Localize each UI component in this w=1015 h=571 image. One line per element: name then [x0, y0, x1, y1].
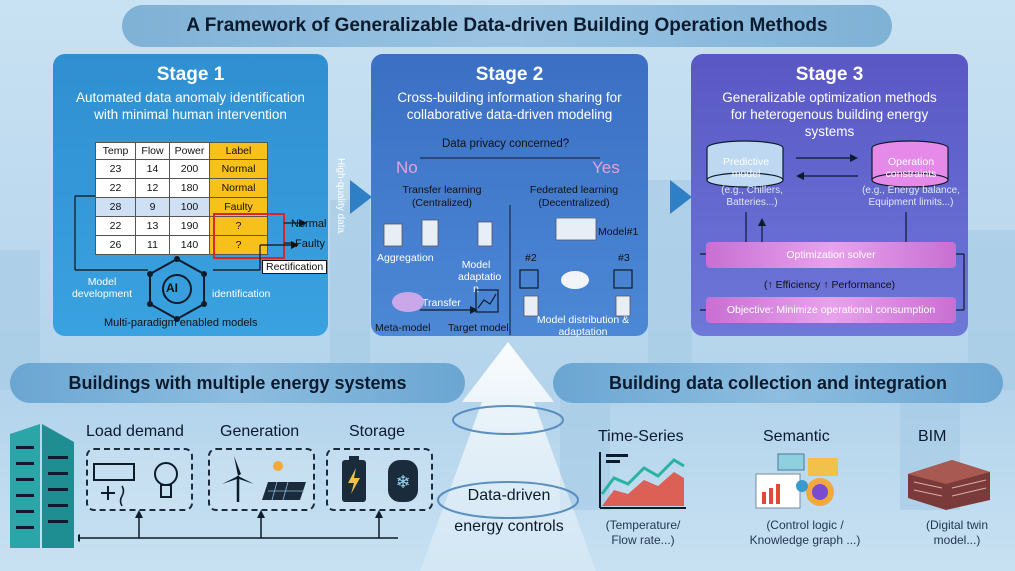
predictive-eg: (e.g., Chillers, Batteries...) — [721, 185, 783, 208]
table-cell: ? — [209, 216, 268, 236]
table-row: 22 13 190 ? — [95, 216, 268, 236]
bim-icon — [908, 460, 990, 510]
time-series-icon — [599, 452, 686, 509]
anomaly-table: Temp Flow Power Label 23 14 200 Normal 2… — [95, 142, 268, 255]
load-demand-title: Load demand — [86, 423, 184, 440]
ai-chip-icon — [147, 256, 207, 322]
load-demand-box — [86, 448, 193, 511]
table-row: 23 14 200 Normal — [95, 159, 268, 179]
table-row: 22 12 180 Normal — [95, 178, 268, 198]
predictive-model-label: Predictive model — [722, 156, 770, 180]
bim-caption: (Digital twin model...) — [925, 518, 988, 547]
stage3-subtitle-3: systems — [804, 124, 855, 139]
arrow-1-icon — [350, 180, 372, 214]
output-normal: Normal — [291, 218, 327, 230]
table-cell: Faulty — [209, 197, 268, 217]
semantic-icon — [755, 453, 838, 509]
semantic-title: Semantic — [763, 428, 830, 445]
output-faulty: Faulty — [295, 238, 325, 250]
stage1-connectors — [74, 195, 307, 271]
energy-connectors — [78, 510, 398, 542]
stage2-subtitle-2: collaborative data-driven modeling — [406, 107, 613, 122]
table-cell: Normal — [209, 178, 268, 198]
table-cell: 9 — [135, 197, 170, 217]
bim-title: BIM — [918, 428, 947, 445]
stage2-connectors — [420, 157, 600, 335]
model-development-label: Model development — [71, 276, 133, 300]
arrow-2-icon — [670, 180, 692, 214]
high-quality-label: High-quality data — [335, 158, 346, 234]
transfer-label: Transfer — [422, 297, 461, 309]
stage3-panel: Stage 3 Generalizable optimization metho… — [691, 54, 968, 336]
operation-constraints-label: Operation constraints — [885, 156, 937, 180]
stage2-heading: Stage 2 — [475, 64, 544, 85]
time-series-title: Time-Series — [598, 428, 684, 445]
stage1-heading: Stage 1 — [156, 64, 225, 85]
building-icon — [10, 424, 74, 548]
stage3-heading: Stage 3 — [795, 64, 864, 85]
table-header-row: Temp Flow Power Label — [95, 142, 268, 160]
generation-title: Generation — [220, 423, 300, 440]
center-line1: Data-driven — [467, 487, 551, 504]
model-adaptation-label: Model adaptatio n — [458, 259, 502, 295]
efficiency-label: (↑ Efficiency ↑ Performance) — [764, 279, 896, 291]
model2-label: #2 — [525, 252, 537, 264]
stage3-diagram — [700, 140, 965, 311]
no-label: No — [396, 158, 418, 177]
time-series-caption: (Temperature/ Flow rate...) — [605, 518, 681, 547]
optimization-solver-box: Optimization solver — [706, 242, 956, 268]
center-line2: energy controls — [454, 518, 564, 535]
transfer-learning-title: Transfer learning (Centralized) — [398, 184, 486, 210]
table-cell: 140 — [169, 235, 210, 255]
generation-box — [208, 448, 315, 511]
model1-label: Model#1 — [598, 226, 639, 238]
stage1-subtitle-1: Automated data anomaly identification — [76, 90, 305, 105]
storage-icons: ❄ — [342, 456, 418, 502]
federated-learning-title: Federated learning (Decentralized) — [524, 184, 624, 210]
generation-icons — [222, 456, 306, 502]
aggregation-label: Aggregation — [377, 252, 434, 264]
table-row: 26 11 140 ? — [95, 235, 268, 255]
table-cell: 26 — [95, 235, 136, 255]
transfer-learning-sub: (Centralized) — [411, 197, 473, 209]
table-header: Power — [169, 142, 210, 160]
constraints-eg: (e.g., Energy balance, Equipment limits.… — [862, 185, 960, 208]
objective-box: Objective: Minimize operational consumpt… — [706, 297, 956, 323]
stage1-subtitle-2: with minimal human intervention — [94, 107, 287, 122]
federated-learning-sub: (Decentralized) — [538, 197, 610, 209]
storage-box: ❄ — [326, 448, 433, 511]
svg-text:❄: ❄ — [395, 472, 410, 493]
load-icons — [93, 462, 178, 507]
table-row: 28 9 100 Faulty — [95, 197, 268, 217]
stage2-icons — [383, 218, 633, 317]
table-header: Label — [209, 142, 268, 160]
ai-label: AI — [166, 281, 178, 295]
identification-label: identification — [212, 288, 271, 300]
stage3-subtitle-2: for heterogenous building energy — [730, 107, 929, 122]
transfer-learning-label: Transfer learning — [402, 184, 482, 196]
semantic-caption: (Control logic / Knowledge graph ...) — [749, 518, 861, 547]
rectification-box: Rectification — [262, 260, 328, 274]
table-cell: Normal — [209, 159, 268, 179]
model3-label: #3 — [618, 252, 630, 264]
multi-paradigm-caption: Multi-paradigm enabled models — [104, 317, 258, 329]
privacy-question: Data privacy concerned? — [442, 138, 570, 150]
page-title: A Framework of Generalizable Data-driven… — [122, 5, 892, 47]
storage-title: Storage — [349, 423, 406, 440]
table-cell: 11 — [135, 235, 170, 255]
target-model-label: Target model — [448, 322, 509, 334]
distribution-label: Model distribution & adaptation — [536, 314, 630, 338]
stage3-subtitle-1: Generalizable optimization methods — [722, 90, 937, 105]
federated-learning-label: Federated learning — [529, 184, 619, 196]
stage2-subtitle-1: Cross-building information sharing for — [397, 90, 622, 105]
right-band-title: Building data collection and integration — [553, 363, 1003, 403]
meta-model-label: Meta-model — [375, 322, 431, 334]
yes-label: Yes — [592, 158, 620, 177]
left-band-title: Buildings with multiple energy systems — [10, 363, 465, 403]
